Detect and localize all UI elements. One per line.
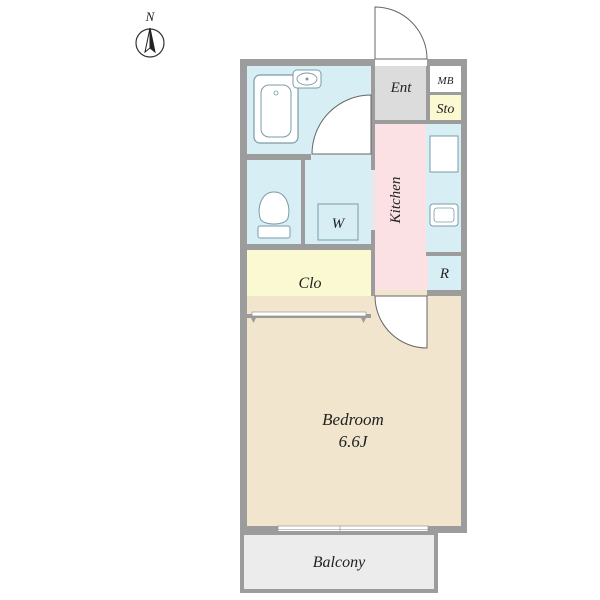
meter-box-label: MB <box>437 75 454 87</box>
north-arrow-icon <box>144 27 156 54</box>
washer-label: W <box>332 216 346 232</box>
north-label: N <box>145 9 156 24</box>
bedroom-upper-fill <box>247 318 371 328</box>
entry-door <box>374 6 428 66</box>
closet-label: Clo <box>298 275 321 292</box>
bedroom-size-label: 6.6J <box>339 432 369 451</box>
sink-icon <box>292 69 322 89</box>
bathtub-icon <box>253 74 299 144</box>
balcony <box>240 531 438 593</box>
washroom-opening <box>371 170 375 230</box>
entrance-label: Ent <box>390 80 413 96</box>
refrigerator-space <box>428 256 461 290</box>
refrigerator-label: R <box>439 266 449 282</box>
balcony-label: Balcony <box>313 554 366 571</box>
stove-icon <box>429 135 459 227</box>
storage <box>430 95 461 121</box>
bath-door <box>311 94 372 160</box>
meter-box <box>430 66 461 92</box>
bedroom-door <box>374 290 428 349</box>
entrance <box>375 66 427 120</box>
compass: N <box>135 9 165 58</box>
washroom <box>305 160 371 244</box>
storage-label: Sto <box>437 102 455 117</box>
kitchen-label: Kitchen <box>388 177 404 225</box>
bedroom-label: Bedroom <box>322 410 384 429</box>
closet-doors <box>251 311 367 323</box>
washer-space <box>317 203 359 241</box>
toilet-icon <box>257 191 291 239</box>
